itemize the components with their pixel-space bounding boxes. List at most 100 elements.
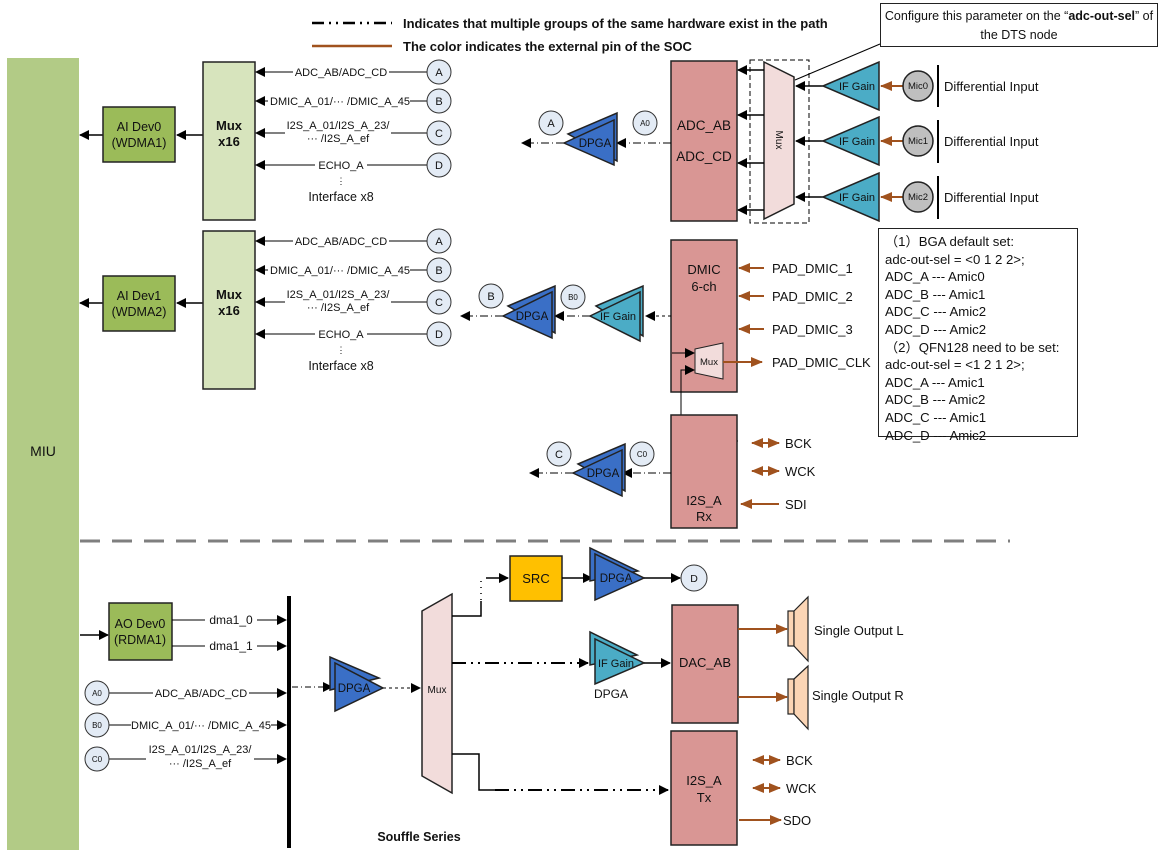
mux16-2-label: Mux [216, 287, 243, 302]
svg-text:C: C [435, 297, 443, 309]
speaker-right: Single Output R [738, 664, 904, 731]
mic2-label: Mic2 [908, 192, 928, 203]
adc-mux-label: Mux [773, 131, 784, 150]
ai0-node-a: A [426, 59, 452, 85]
mic0-label: Mic0 [908, 81, 928, 92]
speaker-right-label: Single Output R [812, 688, 904, 703]
i2s-tx-pin-sdo: SDO [739, 813, 811, 828]
adc-mux-shape [763, 60, 795, 221]
adc-path: ADC_AB ADC_CD Mux IF Gain IF Gain IF Gai… [521, 59, 1039, 224]
series-label: Souffle Series [377, 830, 460, 844]
svg-text:B: B [435, 265, 442, 277]
ai1-input-dmic-label: DMIC_A_01/··· /DMIC_A_45 [270, 265, 410, 277]
legend-pin-text: The color indicates the external pin of … [403, 39, 693, 54]
mux16-2-sublabel: x16 [218, 303, 240, 318]
adc-block [670, 60, 738, 222]
ao-input-i2s: I2S_A_01/I2S_A_23/ [149, 744, 253, 756]
pad-dmic-3: PAD_DMIC_3 [738, 322, 853, 337]
svg-text:C0: C0 [92, 755, 103, 764]
dmic-mux-shape [694, 342, 724, 380]
svg-text:A0: A0 [92, 689, 102, 698]
ao-node-d: D [680, 564, 708, 592]
callout-prefix: Configure this parameter on the “ [884, 9, 1069, 23]
note-line: adc-out-sel = <0 1 2 2>; [885, 251, 1025, 267]
svg-text:D: D [435, 329, 443, 341]
svg-text:B: B [487, 291, 494, 303]
svg-text:A0: A0 [640, 119, 650, 128]
i2s-tx-sublabel: Tx [697, 790, 712, 805]
mic2-desc: Differential Input [944, 190, 1039, 205]
svg-text:BCK: BCK [786, 753, 813, 768]
dac-label: DAC_AB [679, 655, 731, 670]
mux16-sublabel: x16 [218, 134, 240, 149]
ai0-input-i2s-label2: ··· /I2S_A_ef [307, 133, 370, 145]
note-line: adc-out-sel = <1 2 1 2>; [885, 357, 1025, 373]
note-line: ADC_A --- Amic0 [885, 269, 985, 285]
ai-dev1-sublabel: (WDMA2) [112, 305, 167, 319]
ai0-input-i2s-label: I2S_A_01/I2S_A_23/ [287, 120, 391, 132]
ao-mux-label: Mux [428, 685, 447, 696]
i2s-rx-block [670, 414, 738, 529]
svg-text:D: D [690, 573, 698, 585]
ai1-more-dots: ⋮ [337, 345, 346, 355]
ai1-node-b: B [426, 257, 452, 283]
dmic-node-b: B [478, 283, 504, 309]
mic1: Mic1 Differential Input [880, 120, 1039, 163]
mic2: Mic2 Differential Input [880, 176, 1039, 219]
svg-text:B0: B0 [92, 721, 102, 730]
miu-label: MIU [30, 443, 56, 459]
note-line: ADC_C --- Amic1 [885, 409, 987, 425]
dac-if-gain: IF Gain [589, 630, 646, 686]
pad-dmic-clk: PAD_DMIC_CLK [723, 355, 871, 370]
note-line: （2）QFN128 need to be set: [885, 339, 1060, 355]
speaker-left-label: Single Output L [814, 623, 904, 638]
svg-text:DPGA: DPGA [338, 683, 371, 695]
svg-text:D: D [435, 160, 443, 172]
adc-label: ADC_AB [677, 118, 731, 133]
svg-text:PAD_DMIC_3: PAD_DMIC_3 [772, 322, 853, 337]
ai-dev1-group: AI Dev1 (WDMA2) Mux x16 ADC_AB/ADC_CD DM… [79, 228, 452, 390]
dmic-if-gain: IF Gain [588, 284, 644, 343]
dmic-label: DMIC [687, 262, 720, 277]
svg-text:IF Gain: IF Gain [839, 81, 875, 93]
ao-input-dmic: DMIC_A_01/··· /DMIC_A_45 [131, 720, 271, 732]
svg-text:PAD_DMIC_2: PAD_DMIC_2 [772, 289, 853, 304]
note-line: ADC_C --- Amic2 [885, 304, 987, 320]
svg-text:DPGA: DPGA [579, 138, 612, 150]
ai1-node-a: A [426, 228, 452, 254]
ai1-input-i2s-label: I2S_A_01/I2S_A_23/ [287, 289, 391, 301]
adc-if-gain-2: IF Gain [795, 171, 880, 223]
adc-node-a: A [538, 110, 564, 136]
svg-text:C: C [435, 128, 443, 140]
ai0-input-dmic-label: DMIC_A_01/··· /DMIC_A_45 [270, 96, 410, 108]
i2s-rx-node-c0: C0 [629, 441, 655, 467]
ao-node-b0: B0 [84, 712, 110, 738]
mic0-desc: Differential Input [944, 79, 1039, 94]
svg-text:IF Gain: IF Gain [839, 192, 875, 204]
i2s-tx-block [670, 730, 738, 846]
ai0-input-adc-label: ADC_AB/ADC_CD [295, 67, 387, 79]
i2s-rx-dpga: DPGA [571, 442, 626, 498]
ai0-node-d: D [426, 152, 452, 178]
legend: Indicates that multiple groups of the sa… [312, 16, 828, 54]
dts-config-callout: Configure this parameter on the “adc-out… [880, 3, 1158, 47]
svg-text:IF Gain: IF Gain [598, 658, 634, 670]
ai1-input-i2s-label2: ··· /I2S_A_ef [307, 302, 370, 314]
svg-text:SDI: SDI [785, 497, 807, 512]
ao-path: AO Dev0 (RDMA1) dma1_0 dma1_1 ADC_AB/ADC… [80, 546, 904, 848]
ai1-input-echo-label: ECHO_A [318, 329, 364, 341]
ao-dev0-label: AO Dev0 [115, 617, 166, 631]
note-line: ADC_B --- Amic1 [885, 286, 986, 302]
svg-text:IF Gain: IF Gain [839, 136, 875, 148]
src-label: SRC [522, 571, 549, 586]
svg-text:A: A [435, 236, 443, 248]
adc-label-2: ADC_CD [676, 149, 732, 164]
adc-out-sel-note: （1）BGA default set: adc-out-sel = <0 1 2… [878, 228, 1078, 443]
ai-dev0-sublabel: (WDMA1) [112, 136, 167, 150]
mux16-block [202, 61, 256, 221]
ao-mux-shape [421, 592, 453, 795]
adc-if-gain-0: IF Gain [795, 60, 880, 112]
pad-dmic-2: PAD_DMIC_2 [738, 289, 853, 304]
svg-text:PAD_DMIC_1: PAD_DMIC_1 [772, 261, 853, 276]
